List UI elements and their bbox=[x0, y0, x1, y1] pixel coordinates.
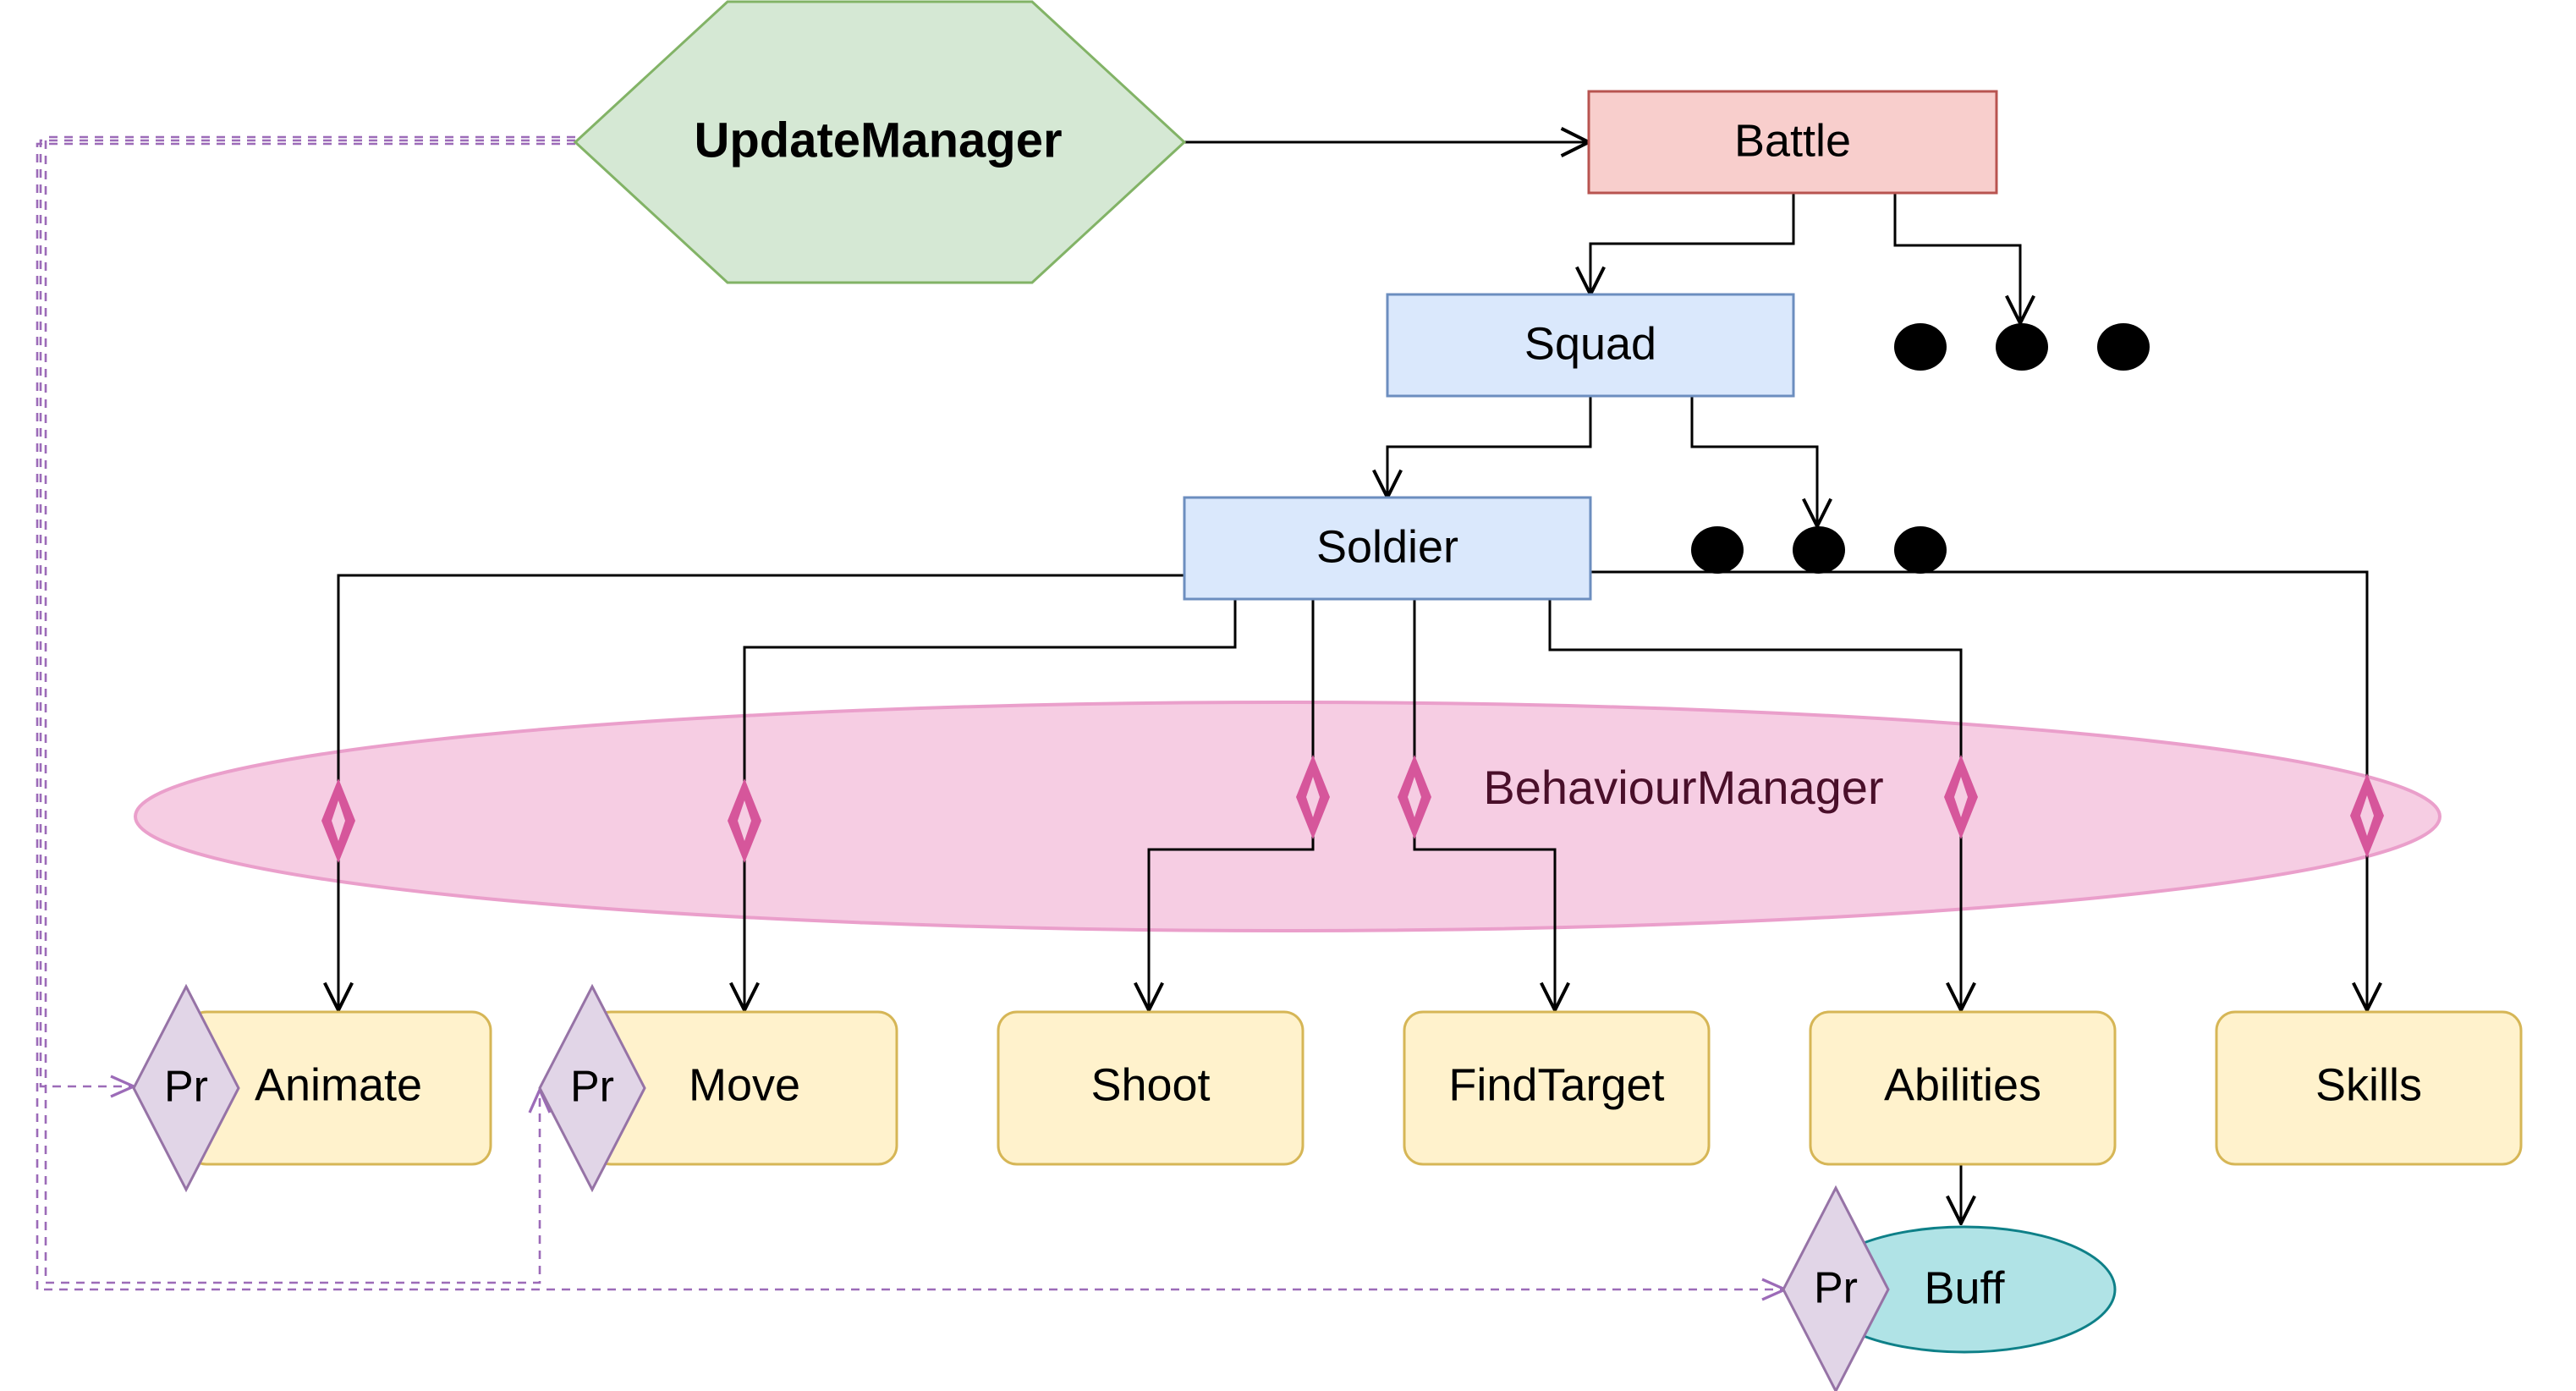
edge-soldier-skills bbox=[1590, 570, 2367, 1010]
findtarget-box bbox=[1403, 1010, 1711, 1166]
behaviour-diamonds bbox=[321, 755, 2384, 863]
dashed-edges bbox=[36, 135, 1785, 1289]
dot bbox=[1793, 526, 1845, 574]
dashed-edge-updatemanager-animate bbox=[39, 139, 575, 1086]
edge-battle-more bbox=[1893, 193, 2020, 323]
behaviour-manager-node: BehaviourManager bbox=[134, 701, 2441, 932]
battle-box bbox=[1587, 90, 1998, 195]
battle-more-dots bbox=[1894, 323, 2150, 371]
skills-box bbox=[2215, 1010, 2523, 1166]
battle-label: Battle bbox=[1734, 115, 1851, 166]
move-node[interactable]: Move bbox=[590, 1010, 898, 1166]
pr-label: Pr bbox=[164, 1063, 208, 1112]
squad-box bbox=[1386, 293, 1795, 398]
behaviour-manager-ellipse bbox=[134, 701, 2441, 932]
skills-label: Skills bbox=[2315, 1059, 2422, 1110]
pr-diamond-buff[interactable]: Pr bbox=[1782, 1185, 1890, 1391]
edge-soldier-animate bbox=[338, 574, 1184, 1010]
pr-diamond-shape bbox=[132, 983, 240, 1193]
animate-label: Animate bbox=[255, 1059, 422, 1110]
battle-node[interactable]: Battle bbox=[1587, 90, 1998, 195]
dashed-edge-updatemanager-move bbox=[44, 135, 575, 1284]
abilities-box bbox=[1809, 1010, 2117, 1166]
edge-squad-more bbox=[1690, 396, 1817, 526]
shoot-node[interactable]: Shoot bbox=[997, 1010, 1304, 1166]
move-label: Move bbox=[689, 1059, 800, 1110]
edge-battle-squad bbox=[1590, 193, 1795, 294]
buff-node[interactable]: Buff bbox=[1812, 1225, 2117, 1354]
squad-label: Squad bbox=[1524, 318, 1656, 369]
dot bbox=[1894, 323, 1947, 371]
pr-diamond-shape bbox=[1782, 1185, 1890, 1391]
pr-diamond-animate[interactable]: Pr bbox=[132, 983, 240, 1193]
pr-label: Pr bbox=[570, 1063, 614, 1112]
abilities-node[interactable]: Abilities bbox=[1809, 1010, 2117, 1166]
pr-label: Pr bbox=[1814, 1264, 1858, 1313]
soldier-box bbox=[1183, 496, 1592, 601]
squad-more-dots bbox=[1691, 526, 1947, 574]
shoot-box bbox=[997, 1010, 1304, 1166]
animate-node[interactable]: Animate bbox=[186, 1010, 492, 1166]
findtarget-label: FindTarget bbox=[1448, 1059, 1664, 1110]
findtarget-node[interactable]: FindTarget bbox=[1403, 1010, 1711, 1166]
abilities-label: Abilities bbox=[1884, 1059, 2041, 1110]
behaviour-manager-label: BehaviourManager bbox=[1483, 761, 1883, 814]
pr-diamond-move[interactable]: Pr bbox=[538, 983, 646, 1193]
soldier-node[interactable]: Soldier bbox=[1183, 496, 1592, 601]
pr-diamond-shape bbox=[538, 983, 646, 1193]
edge-soldier-shoot bbox=[1149, 599, 1315, 1010]
soldier-label: Soldier bbox=[1316, 521, 1458, 572]
skills-node[interactable]: Skills bbox=[2215, 1010, 2523, 1166]
edge-soldier-findtarget bbox=[1413, 599, 1555, 1010]
edge-squad-soldier bbox=[1387, 396, 1592, 498]
update-manager-label: UpdateManager bbox=[694, 113, 1062, 168]
shoot-label: Shoot bbox=[1090, 1059, 1210, 1110]
dot bbox=[1996, 323, 2048, 371]
update-manager-hexagon bbox=[573, 0, 1187, 284]
buff-label: Buff bbox=[1924, 1262, 2005, 1313]
dot bbox=[1894, 526, 1947, 574]
update-manager-node[interactable]: UpdateManager bbox=[573, 0, 1187, 284]
dot bbox=[1691, 526, 1744, 574]
squad-node[interactable]: Squad bbox=[1386, 293, 1795, 398]
dot bbox=[2097, 323, 2150, 371]
